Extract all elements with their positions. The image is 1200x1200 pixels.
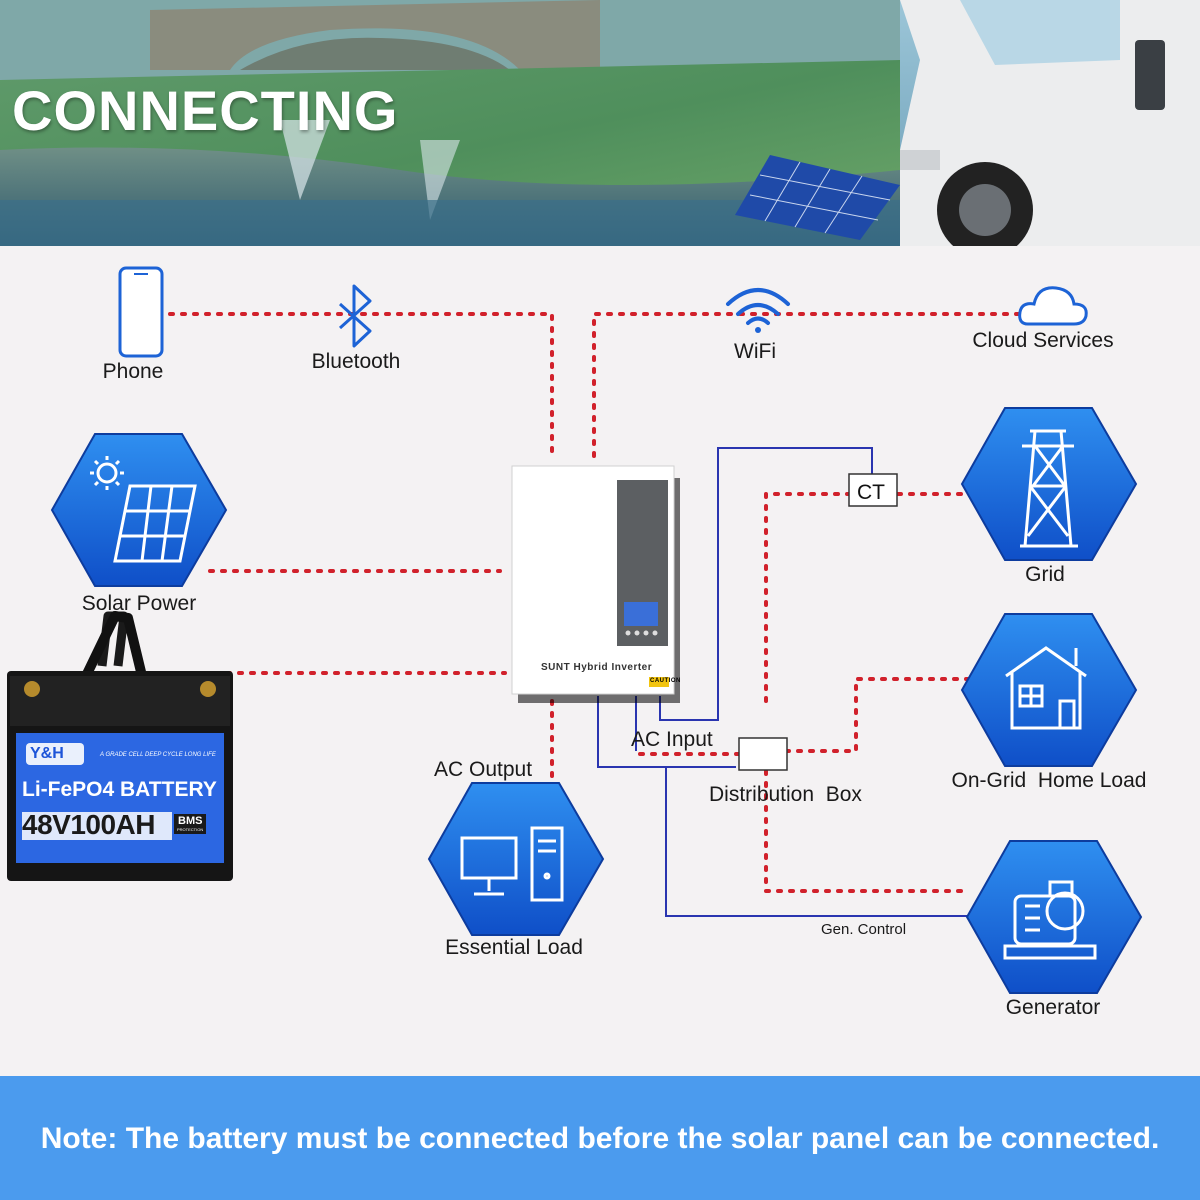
connection-diagram: SUNT Hybrid Inverter CAUTION Y&H A GRADE… bbox=[0, 246, 1200, 1076]
hybrid-inverter bbox=[511, 465, 680, 703]
grid-label: Grid bbox=[1025, 563, 1065, 586]
generator-label: Generator bbox=[1005, 996, 1101, 1019]
home-load-hex bbox=[960, 613, 1138, 767]
bluetooth-label: Bluetooth bbox=[311, 350, 401, 373]
solar-power-hex bbox=[50, 433, 228, 587]
battery-brand: Y&H bbox=[30, 745, 64, 762]
cloud-icon bbox=[1018, 286, 1088, 326]
ct-box bbox=[848, 473, 898, 507]
battery-model: 48V100AH bbox=[22, 809, 155, 840]
phone-icon bbox=[118, 266, 164, 358]
wifi-icon bbox=[726, 288, 790, 333]
essential-load-hex bbox=[427, 782, 605, 936]
battery bbox=[7, 611, 233, 881]
ct-label: CT bbox=[857, 481, 885, 504]
gen-control-label: Gen. Control bbox=[821, 921, 907, 938]
bluetooth-icon bbox=[338, 284, 372, 348]
grid-hex bbox=[960, 407, 1138, 561]
banner-title: CONNECTING bbox=[12, 79, 399, 142]
distribution-box-shape bbox=[738, 737, 788, 771]
battery-bms-sub: PROTECTION bbox=[177, 827, 204, 832]
battery-tagline: A GRADE CELL DEEP CYCLE LONG LIFE bbox=[100, 752, 216, 758]
generator-hex bbox=[965, 840, 1143, 994]
ac-input-label: AC Input bbox=[631, 728, 713, 751]
diagram-canvas bbox=[7, 266, 1143, 994]
footer-note: Note: The battery must be connected befo… bbox=[40, 1122, 1160, 1155]
distribution-box-label: Distribution Box bbox=[709, 783, 862, 806]
banner-photo: CONNECTING bbox=[0, 0, 1200, 246]
solid-lines bbox=[597, 447, 970, 917]
phone-label: Phone bbox=[102, 360, 164, 383]
inverter-caution-label: CAUTION bbox=[650, 678, 681, 684]
ac-output-label: AC Output bbox=[434, 758, 533, 781]
landscape-photo bbox=[0, 0, 1200, 246]
wifi-label: WiFi bbox=[734, 340, 776, 363]
essential-load-label: Essential Load bbox=[445, 936, 583, 959]
inverter-label: SUNT Hybrid Inverter bbox=[541, 662, 653, 673]
cloud-services-label: Cloud Services bbox=[972, 329, 1114, 352]
footer-note-bar: Note: The battery must be connected befo… bbox=[0, 1076, 1200, 1200]
dotted-lines bbox=[168, 312, 1022, 893]
solar-power-label: Solar Power bbox=[81, 592, 197, 615]
battery-bms: BMS bbox=[178, 815, 203, 827]
home-load-label: On-Grid Home Load bbox=[951, 769, 1147, 792]
battery-type: Li-FePO4 BATTERY bbox=[22, 778, 217, 801]
